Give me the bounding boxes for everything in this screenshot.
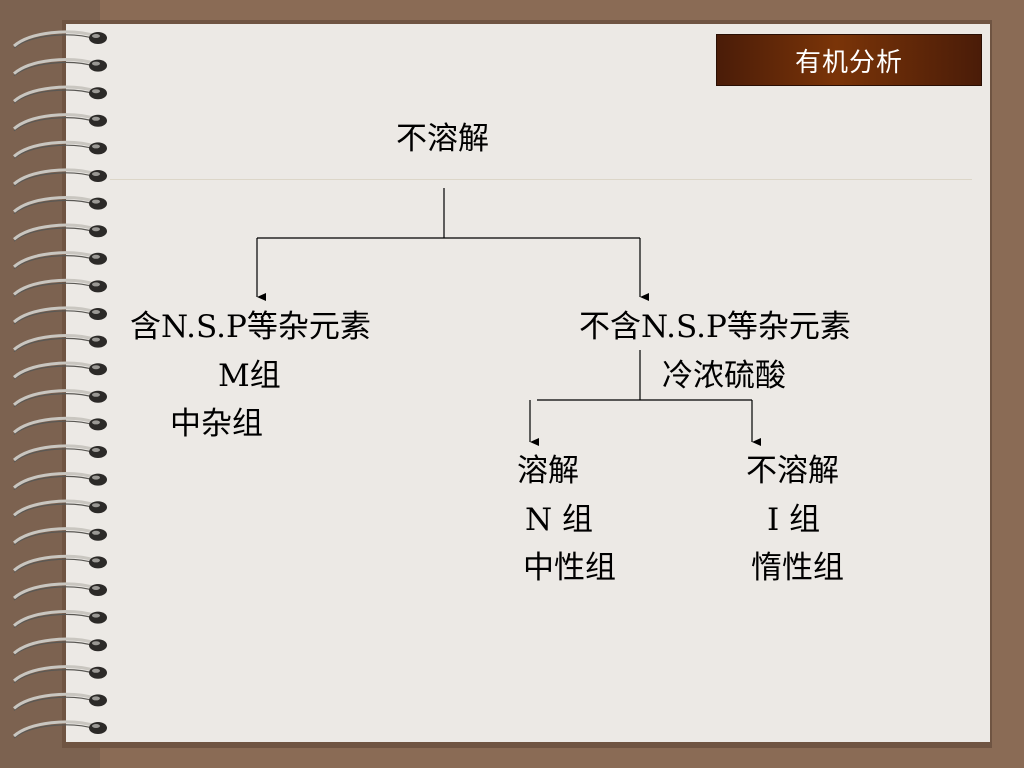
left-node-group: M组 bbox=[218, 358, 281, 394]
left-node-subtitle: 中杂组 bbox=[170, 406, 263, 442]
spiral-ring-icon bbox=[13, 223, 107, 242]
spiral-ring-icon bbox=[13, 472, 107, 491]
spiral-ring-icon bbox=[13, 196, 107, 215]
spiral-ring-icon bbox=[13, 113, 107, 132]
spiral-ring-icon bbox=[13, 665, 107, 684]
spiral-ring-icon bbox=[13, 334, 107, 353]
spiral-ring-icon bbox=[13, 85, 107, 104]
header-divider bbox=[110, 179, 972, 180]
spiral-ring-icon bbox=[13, 58, 107, 77]
spiral-ring-icon bbox=[13, 554, 107, 573]
spiral-ring-icon bbox=[13, 444, 107, 463]
soluble-node-subtitle: 中性组 bbox=[523, 550, 616, 586]
insoluble-node-subtitle: 惰性组 bbox=[751, 550, 844, 586]
right-node-title: 不含N.S.P等杂元素 bbox=[579, 309, 851, 345]
spiral-ring-icon bbox=[13, 527, 107, 546]
left-node-title: 含N.S.P等杂元素 bbox=[130, 309, 371, 345]
paper-page bbox=[66, 24, 990, 742]
spiral-ring-icon bbox=[13, 610, 107, 629]
spiral-ring-icon bbox=[13, 389, 107, 408]
spiral-ring-icon bbox=[13, 306, 107, 325]
spiral-ring-icon bbox=[13, 720, 107, 739]
spiral-ring-icon bbox=[13, 278, 107, 297]
spiral-ring-icon bbox=[13, 582, 107, 601]
spiral-ring-icon bbox=[13, 168, 107, 187]
spiral-ring-icon bbox=[13, 416, 107, 435]
spiral-ring-icon bbox=[13, 499, 107, 518]
soluble-node-group: N 组 bbox=[525, 502, 593, 538]
spiral-binding-icon bbox=[13, 30, 107, 739]
spiral-ring-icon bbox=[13, 140, 107, 159]
spiral-ring-icon bbox=[13, 637, 107, 656]
spiral-ring-icon bbox=[13, 692, 107, 711]
spiral-ring-icon bbox=[13, 361, 107, 380]
section-title-badge: 有机分析 bbox=[716, 34, 982, 86]
section-title: 有机分析 bbox=[794, 47, 903, 78]
root-node-label: 不溶解 bbox=[396, 121, 489, 157]
spiral-ring-icon bbox=[13, 251, 107, 270]
insoluble-node-title: 不溶解 bbox=[746, 453, 839, 489]
right-node-reagent: 冷浓硫酸 bbox=[662, 358, 786, 394]
spiral-ring-icon bbox=[13, 30, 107, 49]
soluble-node-title: 溶解 bbox=[517, 453, 579, 489]
insoluble-node-group: I 组 bbox=[767, 502, 821, 538]
